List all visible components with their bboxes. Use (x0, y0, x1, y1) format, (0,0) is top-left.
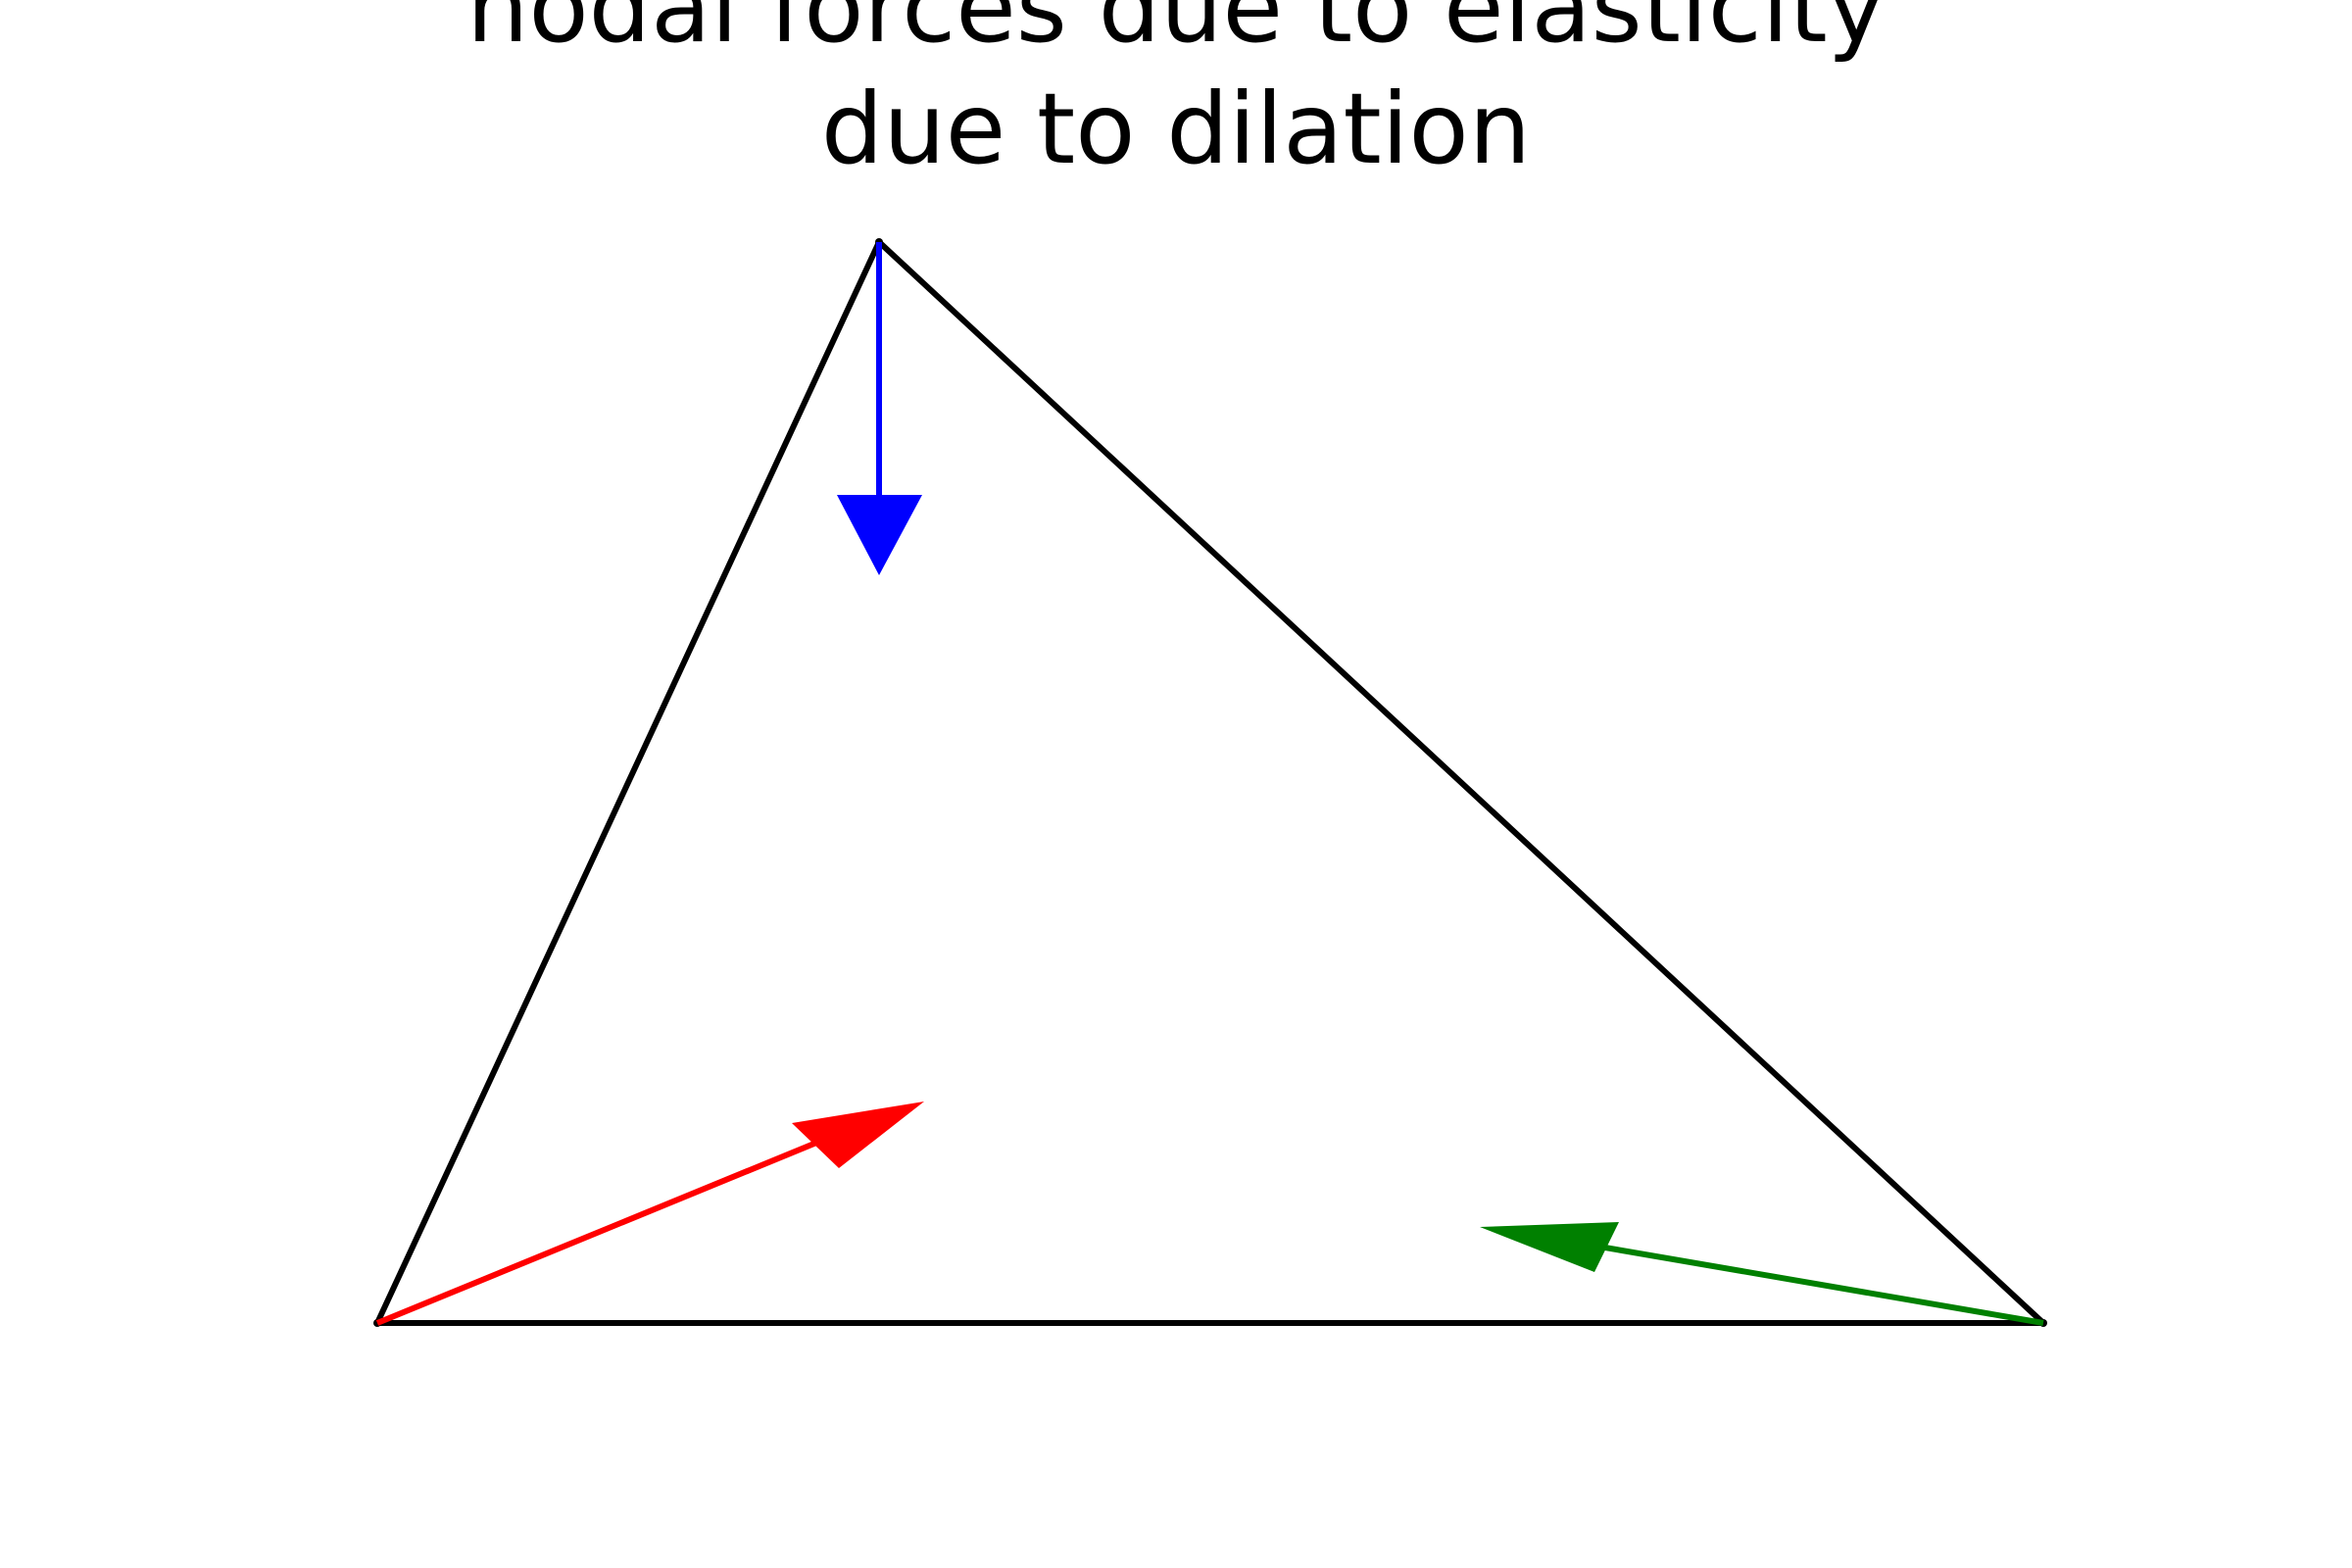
force-arrow-node-3 (837, 242, 922, 575)
triangle-element (374, 239, 2046, 1326)
diagram-title-line-1: nodal forces due to elasticity (466, 0, 1886, 65)
force-arrow-node-2 (1480, 1222, 2044, 1326)
force-arrow-node-1 (375, 1102, 924, 1326)
diagram-title-line-2: due to dilation (820, 72, 1532, 186)
